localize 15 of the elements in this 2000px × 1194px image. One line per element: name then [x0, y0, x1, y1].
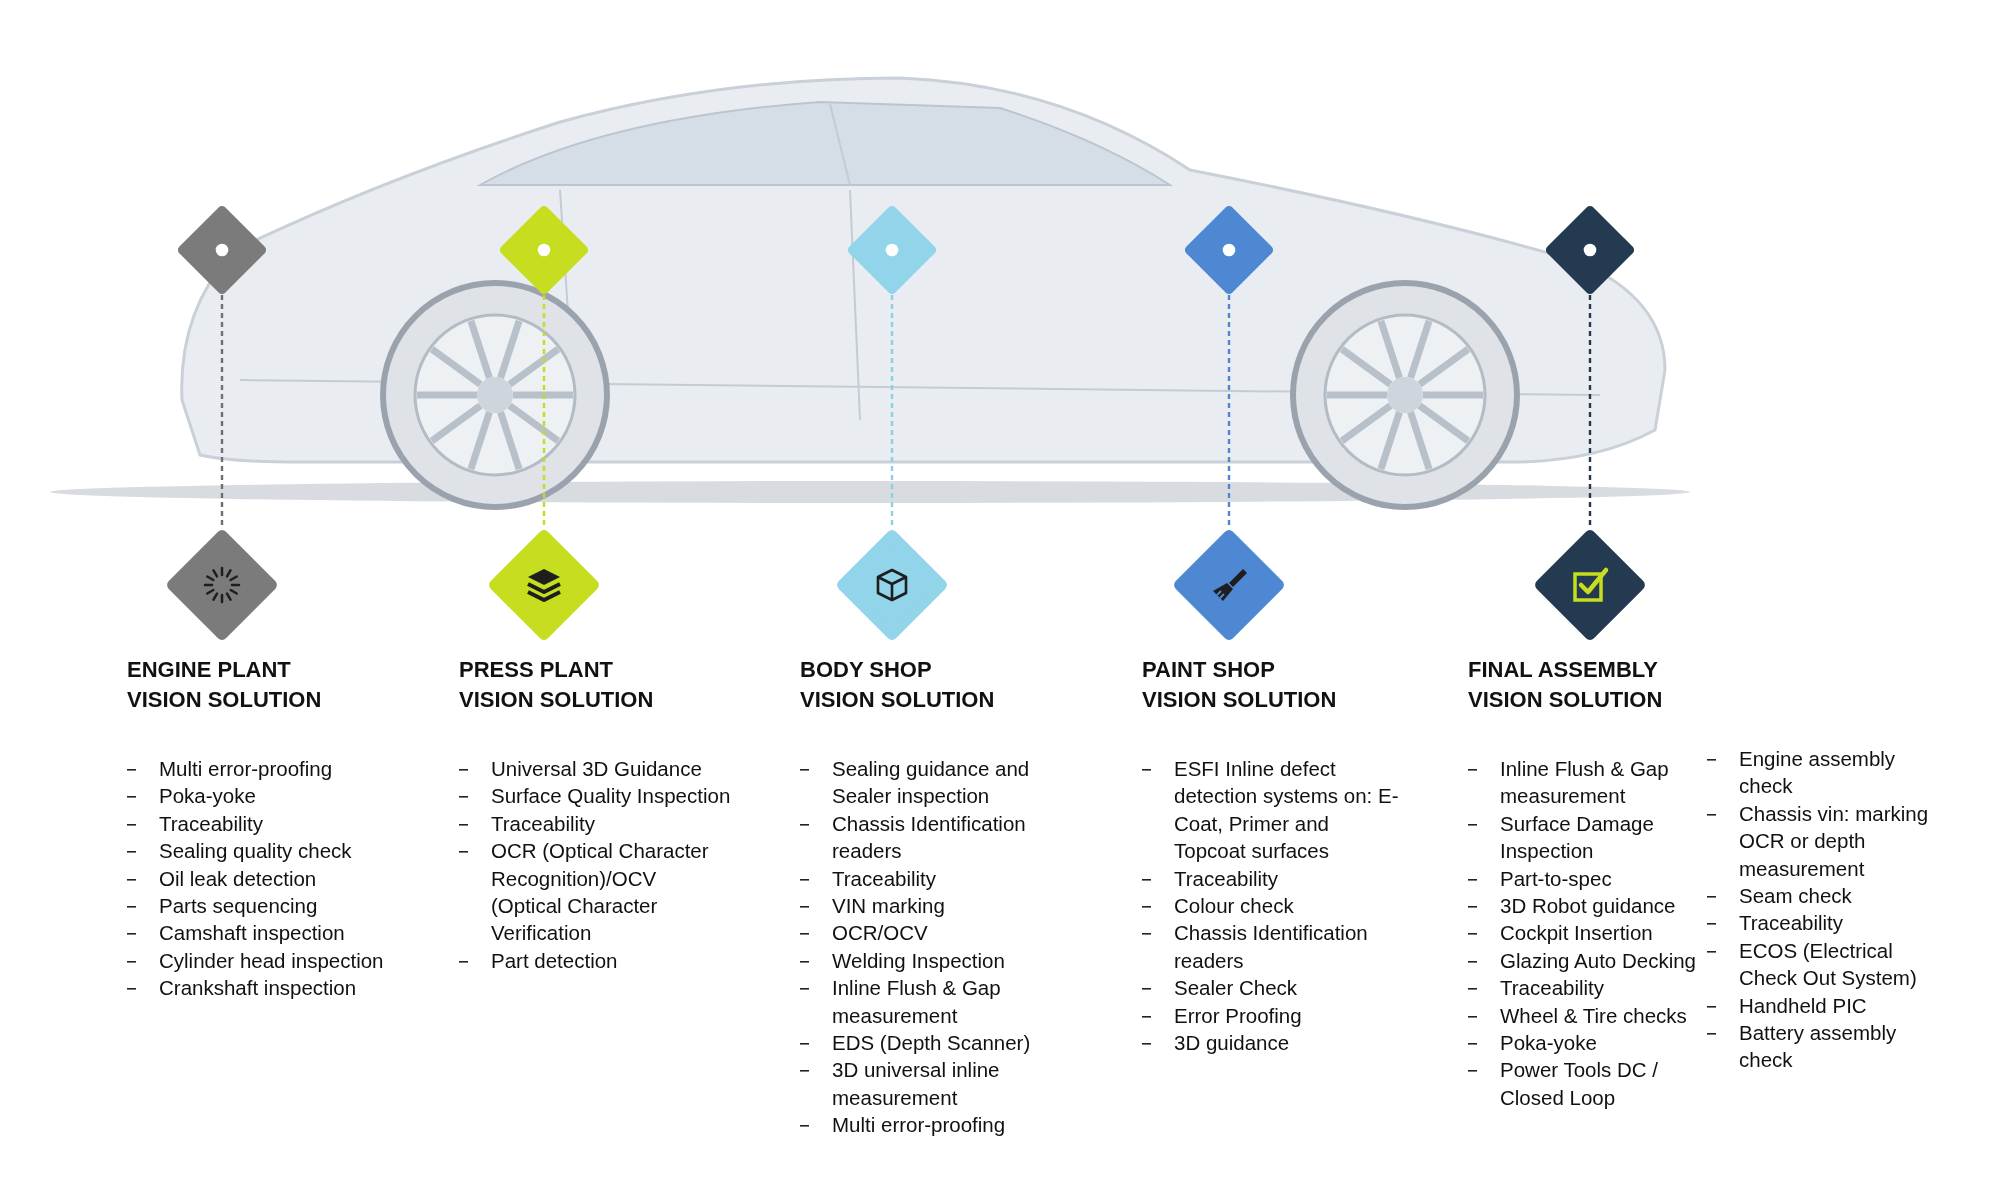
marker-diamond: [499, 205, 589, 295]
marker-diamond: [847, 205, 937, 295]
heading-text: PAINT SHOP VISION SOLUTION: [1142, 656, 1338, 714]
icon-diamond: [166, 529, 278, 641]
icon-diamond: [1173, 529, 1285, 641]
heading-text: BODY SHOP VISION SOLUTION: [800, 656, 996, 714]
heading-text: PRESS PLANT VISION SOLUTION: [459, 656, 655, 714]
heading-text: ENGINE PLANT VISION SOLUTION: [127, 656, 323, 714]
heading-text: FINAL ASSEMBLY VISION SOLUTION: [1468, 656, 1664, 714]
icon-diamond: [488, 529, 600, 641]
icon-diamond: [836, 529, 948, 641]
icon-diamond: [1534, 529, 1646, 641]
marker-diamond: [1184, 205, 1274, 295]
marker-diamond: [177, 205, 267, 295]
marker-diamond: [1545, 205, 1635, 295]
